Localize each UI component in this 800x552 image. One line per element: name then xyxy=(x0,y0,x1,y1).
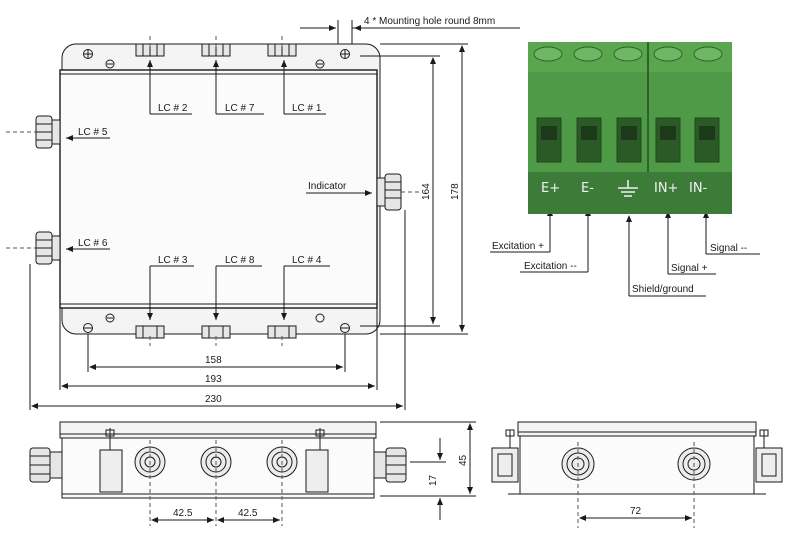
terminal-block-photo xyxy=(528,42,732,214)
left-cable-glands xyxy=(35,115,61,265)
label-lc1: LC # 1 xyxy=(292,103,322,114)
dim-45: 45 xyxy=(458,454,469,466)
marking-in-minus: IN- xyxy=(689,181,708,196)
label-lc4: LC # 4 xyxy=(292,255,322,266)
label-indicator: Indicator xyxy=(308,181,347,192)
label-lc8: LC # 8 xyxy=(225,255,255,266)
mounting-hole-note: 4 * Mounting hole round 8mm xyxy=(364,16,495,27)
lc-pointer-lines-bottom xyxy=(147,265,330,320)
legend-excitation-plus: Excitation + xyxy=(492,241,544,252)
dim-164: 164 xyxy=(421,183,432,200)
label-lc5: LC # 5 xyxy=(78,127,108,138)
legend-signal-minus: Signal -- xyxy=(710,243,747,254)
dim-178: 178 xyxy=(450,183,461,200)
top-view-enclosure xyxy=(59,43,381,335)
legend-shield-ground: Shield/ground xyxy=(632,284,694,295)
ground-symbol xyxy=(618,180,638,197)
dim-193: 193 xyxy=(205,374,222,385)
dim-42-5-right: 42.5 xyxy=(238,508,258,519)
legend-signal-plus: Signal + xyxy=(671,263,708,274)
dim-72: 72 xyxy=(630,506,642,517)
width-dimensions xyxy=(29,210,406,410)
dim-230: 230 xyxy=(205,394,222,405)
dim-158: 158 xyxy=(205,355,222,366)
label-lc6: LC # 6 xyxy=(78,238,108,249)
legend-excitation-minus: Excitation -- xyxy=(524,261,577,272)
mounting-holes xyxy=(83,49,350,333)
side-view-enclosure xyxy=(491,421,783,495)
dim-17: 17 xyxy=(428,474,439,486)
center-lines xyxy=(6,36,420,346)
height-dimensions xyxy=(360,43,468,335)
dim-42-5-left: 42.5 xyxy=(173,508,193,519)
front-view-enclosure xyxy=(29,421,407,499)
label-lc3: LC # 3 xyxy=(158,255,188,266)
top-cable-glands xyxy=(135,43,297,57)
marking-in-plus: IN+ xyxy=(654,181,678,196)
label-lc2: LC # 2 xyxy=(158,103,188,114)
label-lc7: LC # 7 xyxy=(225,103,255,114)
indicator-cable-gland xyxy=(376,173,402,211)
front-dimensions xyxy=(151,421,476,523)
front-center-lines xyxy=(149,440,283,526)
marking-e-minus: E- xyxy=(581,181,594,196)
mounting-hole-dimension xyxy=(300,20,520,44)
lc-pointer-lines-side xyxy=(66,135,372,252)
side-center-lines xyxy=(577,442,695,528)
lc-pointer-lines-top xyxy=(147,60,326,115)
marking-e-plus: E+ xyxy=(541,181,560,196)
terminal-leader-lines xyxy=(490,209,760,297)
bottom-cable-glands xyxy=(135,325,297,339)
